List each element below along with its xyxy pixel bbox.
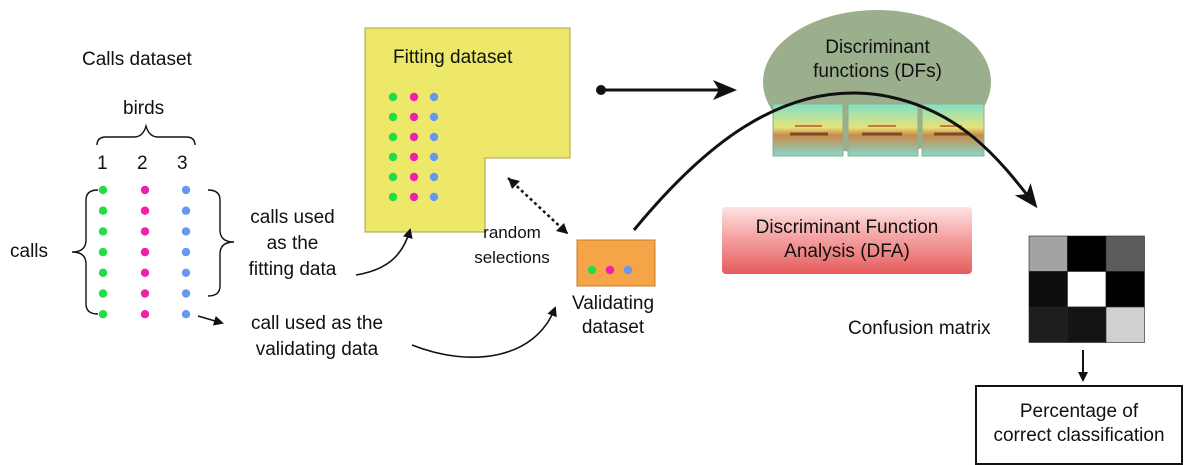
fitting-dot-bird-3 (429, 192, 439, 202)
validating-dot-bird-1 (587, 265, 597, 275)
dfa-box: Discriminant Function Analysis (DFA) (722, 207, 972, 274)
df-spectrogram-2 (847, 103, 919, 157)
validating-dot-bird-3 (623, 265, 633, 275)
confusion-cell (1105, 235, 1145, 272)
call-dot-bird-3 (181, 247, 191, 257)
call-dot-bird-1 (98, 268, 108, 277)
call-dot-bird-2 (140, 227, 150, 236)
validating-dataset-label: Validating dataset (571, 293, 655, 338)
call-dot-bird-2 (140, 268, 150, 277)
confusion-cell (1067, 235, 1107, 272)
fitting-dot-bird-1 (388, 92, 398, 102)
fitting-dot-bird-2 (409, 112, 419, 122)
call-dot-bird-3 (181, 185, 191, 195)
fitting-dot-bird-3 (429, 152, 439, 162)
bird-number-2: 2 (137, 153, 148, 174)
confusion-cell (1067, 271, 1107, 308)
fitting-to-df-arrow (596, 80, 737, 100)
fitting-dataset-title: Fitting dataset (393, 47, 513, 68)
discriminant-functions-label: Discriminant functions (DFs) (813, 37, 942, 82)
fitting-dots (388, 92, 439, 202)
call-dot-bird-1 (98, 206, 108, 215)
calls-left-brace (71, 189, 99, 315)
call-dot-bird-2 (140, 289, 150, 298)
fitting-dot-bird-1 (388, 172, 398, 182)
fitting-dot-bird-3 (429, 132, 439, 142)
call-dot-bird-1 (98, 227, 108, 236)
calls-dots (98, 185, 191, 319)
random-selections-label: random selections (474, 223, 550, 267)
call-dot-bird-3 (181, 310, 191, 319)
fitting-dot-bird-2 (409, 152, 419, 162)
df-spectrograms (772, 103, 985, 157)
fitting-dot-bird-3 (429, 112, 439, 122)
calls-right-brace (207, 189, 235, 297)
fitting-dataset-box (364, 27, 571, 233)
result-box: Percentage of correct classification (975, 385, 1183, 465)
validating-dataset-box (576, 239, 656, 287)
fitting-annotation: calls used as the fitting data (248, 207, 337, 280)
call-dot-bird-3 (181, 289, 191, 298)
confusion-cell (1028, 271, 1068, 308)
call-dot-bird-3 (181, 227, 191, 236)
fitting-dot-bird-3 (429, 172, 439, 182)
call-dot-bird-2 (140, 206, 150, 215)
confusion-cell (1028, 306, 1068, 343)
calls-dataset-title: Calls dataset (82, 49, 192, 70)
call-dot-bird-2 (140, 185, 150, 195)
validating-call-arrow (197, 315, 224, 326)
confusion-cell (1028, 235, 1068, 272)
call-dot-bird-3 (181, 268, 191, 277)
call-dot-bird-1 (98, 185, 108, 195)
validating-data-arrow (411, 306, 557, 358)
confusion-cell (1105, 271, 1145, 308)
confusion-cell (1105, 306, 1145, 343)
fitting-dot-bird-3 (429, 92, 439, 102)
result-label-line-2: correct classification (993, 425, 1165, 446)
validating-annotation: call used as the validating data (250, 313, 384, 360)
fitting-dot-bird-1 (388, 192, 398, 202)
call-dot-bird-1 (98, 247, 108, 257)
validating-to-confusion-arrow (632, 91, 1038, 231)
validating-dot-bird-2 (605, 265, 615, 275)
fitting-dot-bird-1 (388, 152, 398, 162)
confusion-matrix (1028, 235, 1145, 343)
calls-label: calls (10, 241, 49, 262)
random-selection-arrow (507, 177, 569, 235)
dfa-label-line-2: Analysis (DFA) (784, 241, 910, 262)
df-spectrogram-1 (772, 103, 844, 157)
bird-number-1: 1 (97, 153, 108, 174)
result-label-line-1: Percentage of (1019, 401, 1139, 422)
fitting-dot-bird-2 (409, 192, 419, 202)
birds-brace (96, 123, 196, 146)
call-dot-bird-2 (140, 247, 150, 257)
dfa-label-line-1: Discriminant Function (755, 217, 939, 238)
birds-label: birds (123, 98, 165, 119)
call-dot-bird-2 (140, 310, 150, 319)
call-dot-bird-1 (98, 310, 108, 319)
confusion-cell (1067, 306, 1107, 343)
call-dot-bird-3 (181, 206, 191, 215)
bird-number-3: 3 (177, 153, 188, 174)
call-dot-bird-1 (98, 289, 108, 298)
validating-dots (587, 265, 633, 275)
confusion-matrix-label: Confusion matrix (848, 318, 991, 339)
fitting-dot-bird-1 (388, 112, 398, 122)
fitting-data-arrow (355, 228, 413, 276)
fitting-dot-bird-2 (409, 92, 419, 102)
fitting-dot-bird-1 (388, 132, 398, 142)
fitting-dot-bird-2 (409, 172, 419, 182)
fitting-dot-bird-2 (409, 132, 419, 142)
